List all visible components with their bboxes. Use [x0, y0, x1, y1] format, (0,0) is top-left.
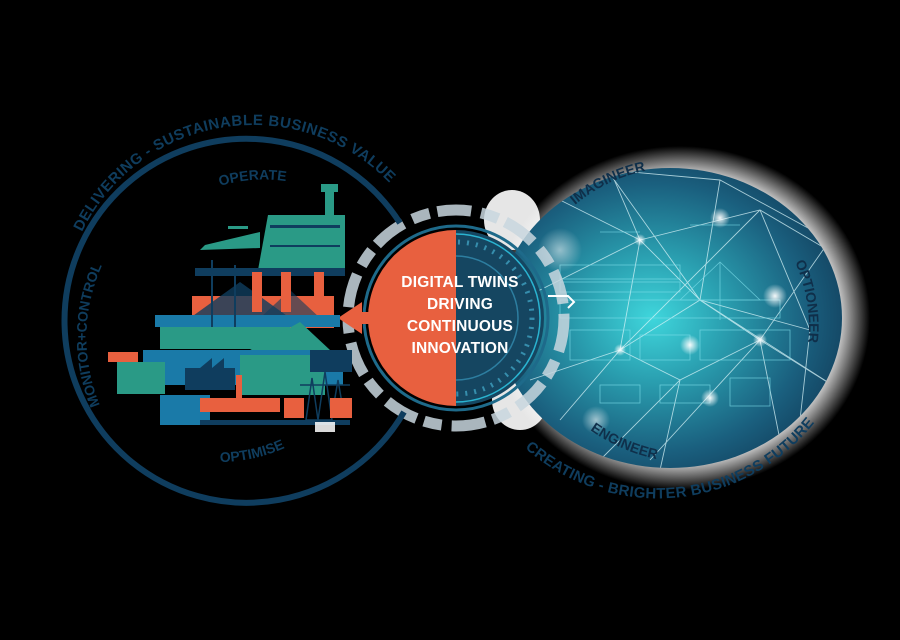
stage-operate: OPERATE	[217, 167, 288, 189]
center-statement: DIGITAL TWINS DRIVING CONTINUOUS INNOVAT…	[385, 272, 535, 360]
center-line-3: CONTINUOUS	[406, 318, 514, 335]
industrial-cityscape	[108, 184, 352, 432]
center-line-2: DRIVING	[427, 296, 493, 313]
center-line-4: INNOVATION	[411, 340, 509, 357]
center-circle	[338, 230, 544, 406]
center-line-1: DIGITAL TWINS	[401, 274, 519, 291]
left-cycle-ring	[61, 135, 407, 506]
digital-globe	[498, 168, 842, 468]
stage-optimise: OPTIMISE	[219, 436, 286, 465]
arrow-left-icon	[338, 302, 372, 334]
